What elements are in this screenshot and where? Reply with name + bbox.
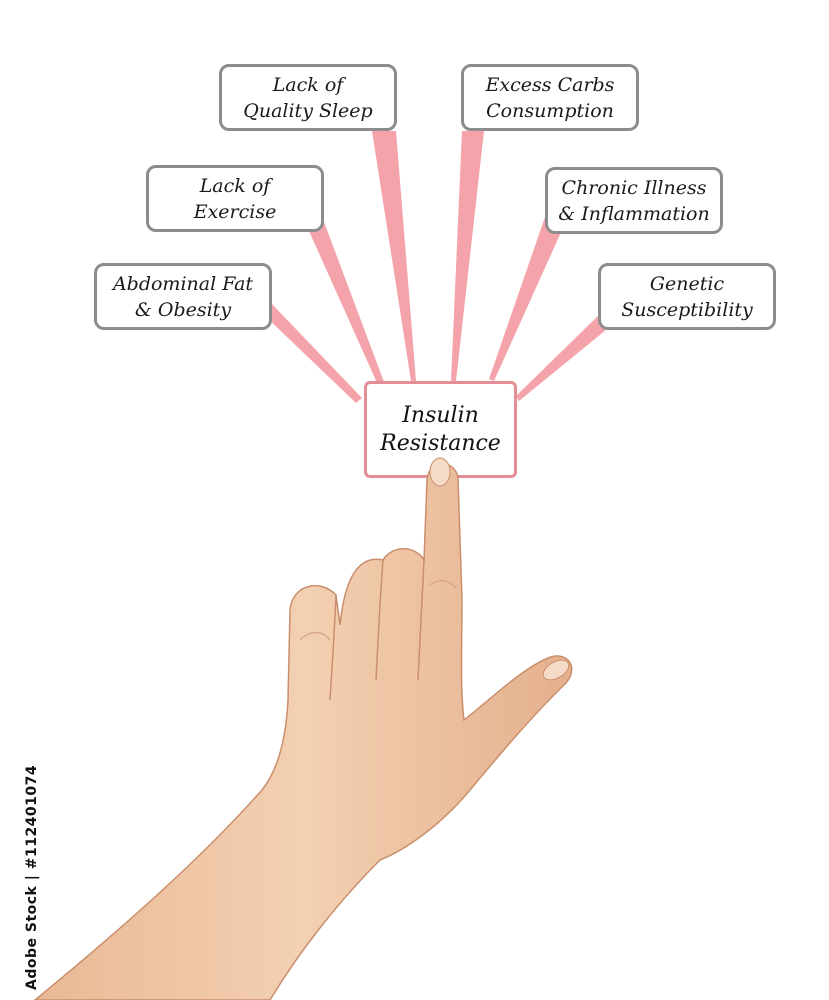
- factor-label-line1: Lack of: [199, 174, 271, 197]
- factor-label-line1: Lack of: [272, 73, 344, 96]
- ray-chronic: [489, 217, 562, 381]
- ray-carbs: [451, 131, 484, 381]
- factor-label-line1: Chronic Illness: [561, 176, 707, 199]
- ray-exercise: [309, 222, 384, 385]
- hand-forearm: [33, 463, 573, 1000]
- factor-label-line2: Susceptibility: [621, 298, 753, 321]
- factor-excess-carbs-consumption: Excess Carbs Consumption: [461, 64, 639, 131]
- factor-genetic-susceptibility: Genetic Susceptibility: [598, 263, 776, 330]
- thumb-nail: [542, 659, 570, 681]
- factor-label-line2: Exercise: [193, 200, 277, 223]
- ray-sleep: [372, 131, 416, 381]
- factor-abdominal-fat-obesity: Abdominal Fat & Obesity: [94, 263, 272, 330]
- factor-label-line2: Consumption: [486, 99, 614, 122]
- factor-label-line1: Excess Carbs: [485, 73, 615, 96]
- center-label-line2: Resistance: [380, 430, 501, 456]
- ray-genetic: [516, 313, 612, 401]
- factor-label-line2: & Inflammation: [558, 202, 710, 225]
- factor-label-line1: Abdominal Fat: [112, 272, 254, 295]
- stock-id-watermark: Adobe Stock | #112401074: [24, 764, 40, 990]
- factor-chronic-illness-inflammation: Chronic Illness & Inflammation: [545, 167, 723, 234]
- factor-label-line2: & Obesity: [134, 298, 232, 321]
- factor-lack-of-quality-sleep: Lack of Quality Sleep: [219, 64, 397, 131]
- index-fingernail: [429, 457, 451, 487]
- factor-label-line1: Genetic: [649, 272, 725, 295]
- ray-abdominal: [262, 302, 362, 403]
- center-label-line1: Insulin: [402, 402, 479, 428]
- factor-lack-of-exercise: Lack of Exercise: [146, 165, 324, 232]
- factor-label-line2: Quality Sleep: [243, 99, 373, 122]
